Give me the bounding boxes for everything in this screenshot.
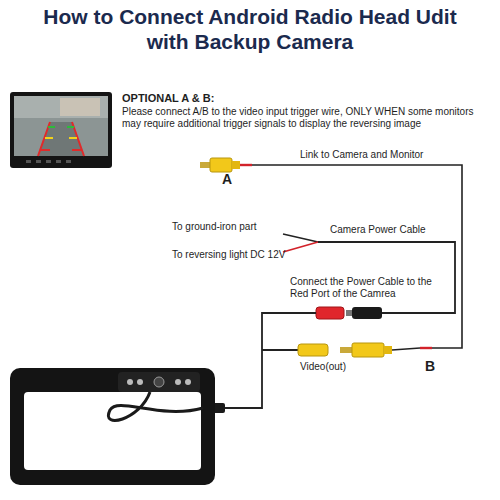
power-cable-part (346, 310, 352, 316)
trigger-wire-part (240, 164, 252, 166)
note-body: Please connect A/B to the video input tr… (122, 106, 492, 130)
port-label: Video(out) (300, 361, 380, 373)
callout-letter: A (222, 171, 242, 188)
camera-cable-part (298, 344, 328, 356)
monitor-part (67, 126, 74, 128)
monitor-part (72, 149, 82, 151)
power-cable-part (283, 234, 318, 242)
license-plate-camera-part (185, 379, 191, 385)
camera-cable-part (384, 346, 392, 354)
wire-label: Link to Camera and Monitor (300, 149, 460, 161)
monitor-part (45, 137, 53, 139)
trigger-wire-part (420, 347, 432, 349)
instruction-note: Connect the Power Cable to the Red Port … (290, 276, 440, 300)
license-plate-camera-part (10, 368, 215, 485)
note-heading: OPTIONAL A & B: (122, 92, 492, 105)
license-plate-camera-part (108, 392, 203, 420)
monitor-part (46, 160, 51, 163)
license-plate-camera-part (154, 377, 164, 387)
license-plate-camera (10, 368, 215, 485)
power-cable (283, 234, 455, 319)
monitor-part (10, 92, 112, 168)
camera-cable-part (316, 307, 344, 319)
wire-label: To ground-iron part (172, 221, 292, 233)
monitor-part (48, 126, 55, 128)
monitor (10, 92, 112, 168)
rca-plug-part (210, 158, 232, 172)
callout-letter: B (425, 358, 445, 375)
license-plate-camera-part (118, 372, 200, 392)
wire-label: To reversing light DC 12V (172, 249, 292, 261)
monitor-part (40, 149, 50, 151)
camera-cable-part (262, 349, 298, 351)
monitor-part (26, 160, 31, 163)
monitor-part (14, 96, 108, 156)
monitor-part (66, 160, 71, 163)
rca-plug-part (200, 162, 210, 168)
monitor-part (60, 98, 100, 116)
diagram-title: How to Connect Android Radio Head Udit w… (40, 4, 460, 54)
wire-label: Camera Power Cable (330, 224, 460, 236)
camera-cable-part (225, 313, 316, 408)
power-cable-part (352, 307, 382, 319)
monitor-part (56, 160, 61, 163)
monitor-part (14, 96, 108, 118)
license-plate-camera-part (137, 379, 143, 385)
rca-plug-part (232, 161, 240, 169)
camera-cable-part (392, 348, 420, 350)
power-cable-part (283, 242, 318, 252)
monitor-part (69, 137, 77, 139)
monitor-part (38, 122, 84, 156)
rca-plug (200, 158, 240, 172)
camera-cable-part (340, 347, 352, 353)
camera-cable (203, 307, 420, 413)
license-plate-camera-part (24, 392, 201, 470)
license-plate-camera-part (127, 379, 133, 385)
license-plate-camera-part (175, 379, 181, 385)
monitor-part (36, 160, 41, 163)
camera-cable-part (352, 343, 384, 357)
